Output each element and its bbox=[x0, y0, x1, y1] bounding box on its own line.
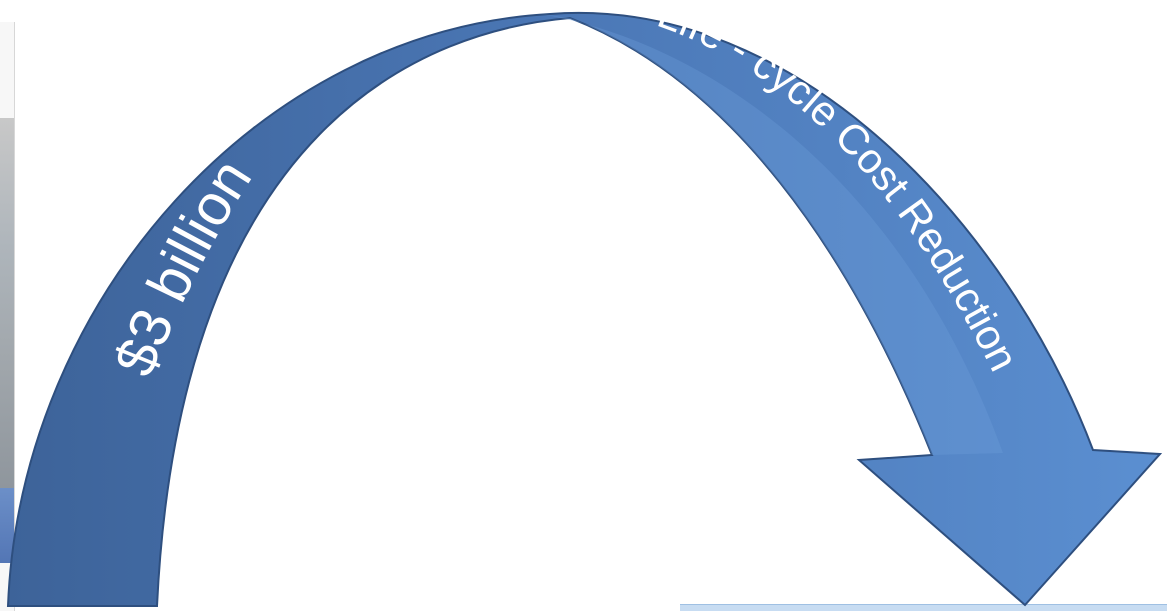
arrow-fold-highlight bbox=[540, 14, 1003, 455]
metal-structure-image bbox=[0, 118, 14, 488]
left-background-image bbox=[0, 22, 15, 611]
blue-panel bbox=[0, 488, 14, 563]
curved-arrow-shape bbox=[6, 11, 1163, 607]
bottom-partial-panel bbox=[680, 604, 1167, 611]
